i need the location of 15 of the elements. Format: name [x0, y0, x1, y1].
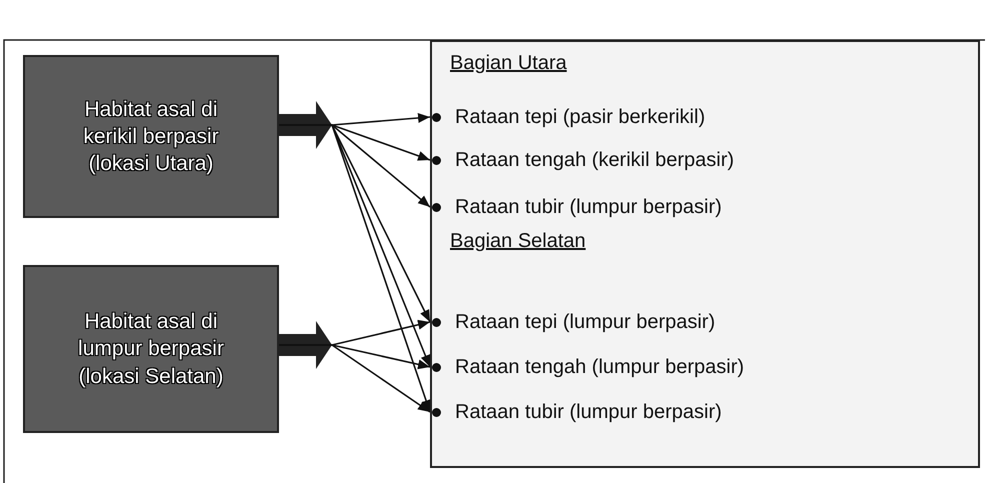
box-label: Habitat asal di kerikil berpasir (lokasi Utara)	[82, 96, 220, 178]
section-heading: Bagian Utara	[450, 52, 567, 75]
list-item: Rataan tengah (kerikil berpasir)	[455, 148, 734, 172]
list-item: Rataan tengah (lumpur berpasir)	[455, 356, 744, 378]
list-item: Rataan tepi (lumpur berpasir)	[455, 310, 716, 334]
list-item: Rataan tubir (lumpur berpasir)	[455, 196, 722, 218]
list-item: Rataan tubir (lumpur berpasir)	[455, 400, 722, 424]
trunk-arrow	[279, 321, 332, 369]
destination-panel	[430, 40, 980, 468]
habitat-box	[23, 55, 279, 218]
box-label: Habitat asal di lumpur berpasir (lokasi Selatan)	[77, 309, 225, 390]
section-heading: Bagian Selatan	[450, 230, 586, 253]
list-item: Rataan tepi (pasir berkerikil)	[455, 106, 706, 128]
habitat-box	[23, 265, 279, 433]
trunk-arrow	[279, 101, 332, 149]
